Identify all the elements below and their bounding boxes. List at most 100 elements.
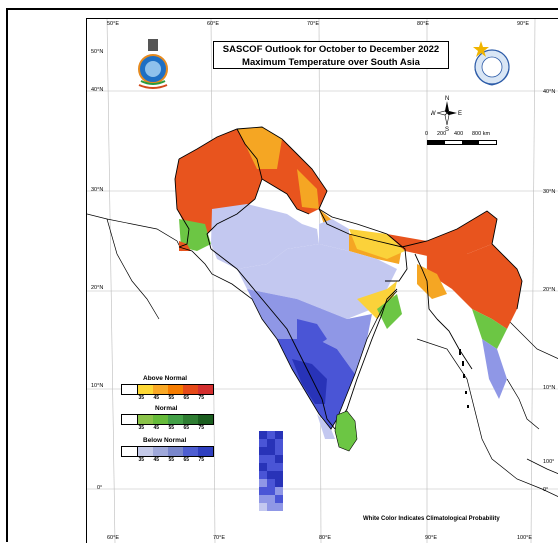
scale-label-400: 400: [454, 131, 464, 137]
maldives-cell: [259, 431, 267, 439]
legend-above-swatches: [121, 384, 214, 395]
region-central-below-light: [237, 244, 397, 319]
legend-below-label-0: 35: [138, 457, 144, 463]
maldives-cell: [267, 431, 275, 439]
top-tick-70e: 70°E: [307, 21, 319, 27]
region-south-below-deep: [292, 359, 327, 404]
region-south-tip-light: [317, 414, 335, 439]
legend-above-swatch-1: [138, 385, 153, 394]
legend-below-swatch-0: [122, 447, 138, 456]
maldives-cell: [275, 455, 283, 463]
andaman-islands: [459, 349, 469, 408]
legend-below-swatch-3: [168, 447, 183, 456]
legend-normal-label-0: 35: [138, 425, 144, 431]
region-northeast-above: [387, 211, 497, 257]
legend-below-label-4: 75: [198, 457, 204, 463]
legend-normal-label-3: 65: [183, 425, 189, 431]
map-area: SASCOF Outlook for October to December 2…: [86, 18, 558, 543]
top-tick-60e: 60°E: [207, 21, 219, 27]
maldives-cell: [267, 503, 275, 511]
maldives-cell: [275, 495, 283, 503]
maldives-cell: [267, 487, 275, 495]
compass-s: S: [445, 127, 449, 131]
legend-normal-swatch-4: [183, 415, 198, 424]
sri-lanka: [334, 410, 358, 452]
compass-w: W: [431, 111, 436, 117]
coastline-india: [178, 246, 398, 430]
maldives-cell: [275, 463, 283, 471]
background-coastlines: [87, 213, 558, 497]
legend-above-swatch-0: [122, 385, 138, 394]
scale-label-0: 0: [425, 131, 429, 137]
region-odisha-yellow: [357, 281, 397, 319]
region-myanmar-south-normal: [472, 309, 507, 349]
legend-below-label-2: 55: [168, 457, 174, 463]
legend-above-label-0: 35: [138, 395, 144, 401]
bottom-tick-100e: 100°E: [517, 535, 533, 541]
legend-above-swatch-5: [198, 385, 213, 394]
map-title: SASCOF Outlook for October to December 2…: [213, 41, 449, 69]
legend-normal-swatch-0: [122, 415, 138, 424]
legend-below-swatch-4: [183, 447, 198, 456]
legend-above-swatch-3: [168, 385, 183, 394]
maldives-cell: [259, 463, 267, 471]
region-bangladesh-light: [417, 264, 447, 299]
maldives-cell: [275, 471, 283, 479]
wmo-logo: [473, 41, 510, 86]
maldives-cell: [259, 487, 267, 495]
forecast-map: [87, 19, 558, 543]
legend-below-swatches: [121, 446, 214, 457]
title-line-2: Maximum Temperature over South Asia: [242, 57, 420, 68]
legend-above-swatch-2: [153, 385, 168, 394]
left-tick-30n: 30°N: [91, 187, 104, 193]
right-tick-10n: 10°N: [543, 385, 556, 391]
bottom-tick-90e: 90°E: [425, 535, 437, 541]
imd-emblem-logo: [138, 39, 168, 89]
right-tick-100: 100°: [543, 459, 555, 465]
scale-label-200: 200: [437, 131, 447, 137]
right-tick-0: 0°: [543, 487, 549, 493]
legend-above-swatch-4: [183, 385, 198, 394]
frame-left-border: [6, 8, 8, 542]
maldives-cell: [259, 471, 267, 479]
legend-above-label-2: 55: [168, 395, 174, 401]
legend-normal-label-2: 55: [168, 425, 174, 431]
region-north-above-light: [237, 127, 282, 169]
region-coast-above: [179, 241, 191, 251]
maldives-cells: [259, 431, 283, 511]
left-tick-0: 0°: [97, 485, 103, 491]
maldives-cell: [275, 479, 283, 487]
region-coast-east-normal: [377, 294, 402, 329]
maldives-cell: [275, 487, 283, 495]
maldives-cell: [267, 471, 275, 479]
maldives-cell: [275, 503, 283, 511]
legend-below-title: Below Normal: [143, 437, 187, 444]
legend-above-label-4: 75: [198, 395, 204, 401]
frame-top-border: [6, 8, 558, 10]
maldives-cell: [275, 439, 283, 447]
top-tick-50e: 50°E: [107, 21, 119, 27]
legend-normal-swatch-2: [153, 415, 168, 424]
maldives-cell: [267, 495, 275, 503]
scale-bar: [427, 140, 497, 145]
region-north-india-light: [297, 169, 319, 209]
maldives-cell: [267, 447, 275, 455]
right-tick-30n: 30°N: [543, 189, 556, 195]
right-tick-20n: 20°N: [543, 287, 556, 293]
left-tick-40n: 40°N: [91, 87, 104, 93]
title-line-1: SASCOF Outlook for October to December 2…: [222, 44, 440, 55]
legend-below-label-3: 65: [183, 457, 189, 463]
legend-below-swatch-1: [138, 447, 153, 456]
legend-above-title: Above Normal: [143, 375, 188, 382]
left-tick-20n: 20°N: [91, 285, 104, 291]
bottom-tick-70e: 70°E: [213, 535, 225, 541]
maldives-cell: [275, 447, 283, 455]
maldives-cell: [259, 479, 267, 487]
maldives-cell: [259, 503, 267, 511]
maldives-cell: [267, 463, 275, 471]
legend-normal-title: Normal: [155, 405, 178, 412]
